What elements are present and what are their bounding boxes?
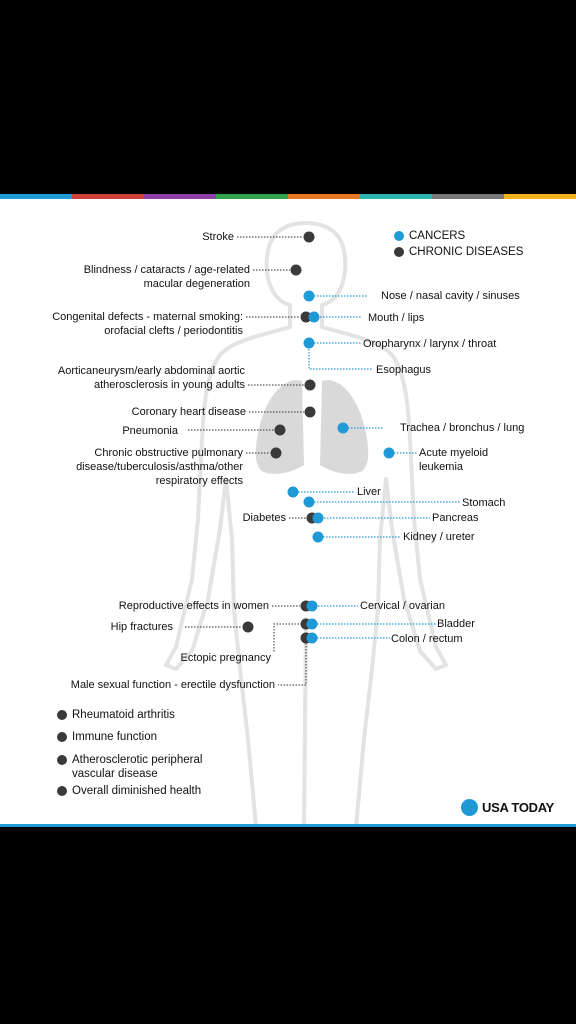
label-diabetes: Diabetes — [242, 512, 286, 524]
label-ectopic: Ectopic pregnancy — [180, 652, 272, 664]
stripe-teal — [360, 194, 432, 199]
label-pneumonia: Pneumonia — [122, 425, 178, 437]
label-esophagus: Esophagus — [376, 364, 432, 376]
body-outline — [164, 221, 448, 827]
whole-body-label: Atherosclerotic peripheral vascular dise… — [72, 754, 203, 780]
chronic-dot-icon — [57, 732, 67, 742]
label-copd: Chronic obstructive pulmonary disease/tu… — [76, 447, 243, 487]
legend-chronic-label: CHRONIC DISEASES — [409, 246, 524, 258]
label-pancreas: Pancreas — [432, 512, 479, 524]
dot-coronary — [304, 406, 316, 418]
dot-hip — [242, 621, 254, 633]
color-stripe — [0, 194, 576, 199]
dot-cervical — [306, 600, 318, 612]
dot-bladder — [306, 618, 318, 630]
chronic-leaders — [185, 236, 307, 686]
label-blindness: Blindness / cataracts / age-related macu… — [83, 264, 250, 290]
stripe-purple — [144, 194, 216, 199]
usa-today-logo: USA TODAY — [461, 799, 554, 816]
stripe-yellow — [504, 194, 576, 199]
label-leukemia: Acute myeloid leukemia — [419, 447, 489, 473]
label-trachea: Trachea / bronchus / lung — [400, 422, 525, 434]
infographic-panel: CANCERS CHRONIC DISEASES Stroke Blindnes… — [0, 199, 576, 827]
whole-body-label: Immune function — [72, 731, 158, 743]
bottom-rule — [0, 824, 576, 827]
label-aortic: Aorticaneurysm/early abdominal aortic at… — [57, 365, 245, 391]
dot-aortic — [304, 379, 316, 391]
label-nose: Nose / nasal cavity / sinuses — [381, 290, 520, 302]
label-congenital: Congenital defects - maternal smoking: o… — [52, 311, 243, 337]
stripe-blue — [0, 194, 72, 199]
whole-body-item: Overall diminished health — [57, 785, 201, 797]
whole-body-label: Overall diminished health — [72, 785, 202, 797]
dot-pancreas — [312, 512, 324, 524]
whole-body-item: Rheumatoid arthritis — [57, 709, 175, 721]
label-reproductive: Reproductive effects in women — [118, 600, 269, 612]
dot-mouth — [308, 311, 320, 323]
cancer-leaders — [298, 295, 460, 639]
stripe-gray — [432, 194, 504, 199]
whole-body-item: Immune function — [57, 731, 157, 743]
dot-trachea — [337, 422, 349, 434]
label-bladder: Bladder — [437, 618, 475, 630]
stripe-green — [216, 194, 288, 199]
label-hip: Hip fractures — [110, 621, 173, 633]
dot-pneumonia — [274, 424, 286, 436]
dot-stroke — [303, 231, 315, 243]
whole-body-item: Atherosclerotic peripheral vascular dise… — [57, 753, 202, 781]
body-diagram — [164, 221, 460, 827]
stripe-orange — [288, 194, 360, 199]
chronic-dot-icon — [57, 786, 67, 796]
label-coronary: Coronary heart disease — [131, 406, 246, 418]
dot-oropharynx — [303, 337, 315, 349]
whole-body-label: Rheumatoid arthritis — [72, 709, 175, 721]
brand-name: USA TODAY — [482, 800, 554, 815]
stripe-red — [72, 194, 144, 199]
cancer-dot-icon — [394, 231, 404, 241]
label-stroke: Stroke — [202, 231, 234, 243]
chronic-dot-icon — [57, 710, 67, 720]
label-liver: Liver — [357, 486, 381, 498]
label-male: Male sexual function - erectile dysfunct… — [70, 679, 275, 691]
chronic-dot-icon — [394, 247, 404, 257]
legend-chronic: CHRONIC DISEASES — [394, 246, 523, 258]
cancer-dots — [287, 290, 395, 644]
legend-cancers: CANCERS — [394, 230, 465, 242]
chronic-dot-icon — [57, 755, 67, 765]
dot-congenital — [300, 311, 312, 323]
label-mouth: Mouth / lips — [368, 312, 425, 324]
label-oropharynx: Oropharynx / larynx / throat — [363, 338, 497, 350]
dot-leukemia — [383, 447, 395, 459]
label-colon: Colon / rectum — [391, 633, 463, 645]
dot-colon — [306, 632, 318, 644]
label-cervical: Cervical / ovarian — [360, 600, 445, 612]
legend-cancers-label: CANCERS — [409, 230, 466, 242]
label-kidney: Kidney / ureter — [403, 531, 475, 543]
dot-blindness — [290, 264, 302, 276]
dot-copd — [270, 447, 282, 459]
label-stomach: Stomach — [462, 497, 506, 509]
dot-stomach — [303, 496, 315, 508]
brand-circle-icon — [461, 799, 479, 816]
dot-kidney — [312, 531, 324, 543]
dot-nose — [303, 290, 315, 302]
dot-liver — [287, 486, 299, 498]
